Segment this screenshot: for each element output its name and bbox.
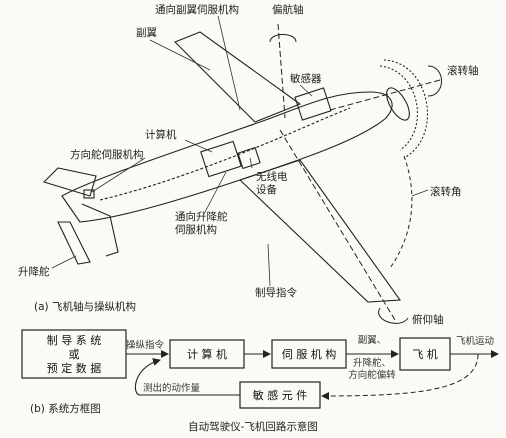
leader-lines bbox=[51, 15, 429, 287]
label-rudder-servo: 方向舵伺服机构 bbox=[70, 148, 144, 161]
guidance-line-2: 或 bbox=[69, 348, 80, 361]
label-elevator-servo-2: 伺服机构 bbox=[175, 223, 217, 236]
yaw-axis-rotation-icon bbox=[269, 34, 297, 43]
guidance-line-1: 制 导 系 统 bbox=[47, 334, 102, 347]
label-elevator-servo-1: 通向升降舵 bbox=[175, 210, 228, 223]
label-aileron: 副翼 bbox=[136, 27, 157, 39]
vertical-tail bbox=[42, 167, 97, 197]
measured-label: 测出的动作量 bbox=[143, 382, 201, 394]
label-elevator: 升降舵 bbox=[18, 265, 50, 278]
label-roll-angle: 滚转角 bbox=[430, 185, 462, 198]
horizontal-tail bbox=[57, 221, 91, 265]
feedback-path bbox=[321, 353, 479, 400]
deflect-line-3: 方向舵偏转 bbox=[348, 369, 396, 381]
roll-axis-rotation-icon bbox=[427, 65, 442, 97]
deflect-line-2: 升降舵、 bbox=[353, 357, 391, 369]
aircraft-drawing bbox=[42, 31, 428, 303]
label-guidance-cmd: 制导指令 bbox=[255, 286, 297, 299]
feedback-to-computer bbox=[134, 358, 240, 396]
caption-part-a: (a) 飞机轴与操纵机构 bbox=[34, 300, 136, 313]
pitch-axis-rotation-icon bbox=[378, 307, 409, 324]
computer-box bbox=[200, 140, 242, 178]
axes bbox=[269, 23, 442, 324]
wing-lower bbox=[238, 159, 402, 303]
computer-block-label: 计 算 机 bbox=[187, 347, 227, 361]
block-diagram: 制 导 系 统 或 预 定 数 据 操纵指令 计 算 机 伺 服 机 构 副翼、… bbox=[21, 329, 499, 433]
deflect-line-1: 副翼、 bbox=[358, 335, 387, 346]
fuselage bbox=[61, 91, 393, 223]
wing-upper bbox=[174, 31, 302, 123]
sensor-block-label: 敏 感 元 件 bbox=[253, 388, 308, 402]
propeller-disk bbox=[379, 65, 418, 151]
label-radio-2: 设备 bbox=[256, 183, 277, 196]
aircraft-labels: 通向副翼伺服机构 偏航轴 副翼 敏感器 滚转轴 计算机 方向舵伺服机构 无线电 … bbox=[18, 3, 479, 326]
label-aileron-servo: 通向副翼伺服机构 bbox=[155, 3, 239, 16]
label-radio-1: 无线电 bbox=[256, 170, 288, 183]
figure-title: 自动驾驶仪-飞机回路示意图 bbox=[188, 420, 318, 433]
caption-part-b: (b) 系统方框图 bbox=[30, 402, 101, 415]
plane-block-label: 飞 机 bbox=[412, 347, 438, 361]
motion-label: 飞机运动 bbox=[456, 335, 494, 347]
guidance-line-3: 预 定 数 据 bbox=[47, 361, 102, 375]
label-yaw-axis: 偏航轴 bbox=[272, 3, 304, 16]
sensor-box bbox=[294, 87, 332, 121]
servo-block-label: 伺 服 机 构 bbox=[282, 347, 337, 361]
ctrl-cmd-label: 操纵指令 bbox=[126, 339, 165, 351]
roll-angle-arc bbox=[389, 155, 413, 269]
label-computer: 计算机 bbox=[145, 128, 177, 141]
label-roll-axis: 滚转轴 bbox=[447, 64, 479, 77]
label-pitch-axis: 俯仰轴 bbox=[412, 313, 444, 326]
label-sensor: 敏感器 bbox=[290, 72, 322, 85]
